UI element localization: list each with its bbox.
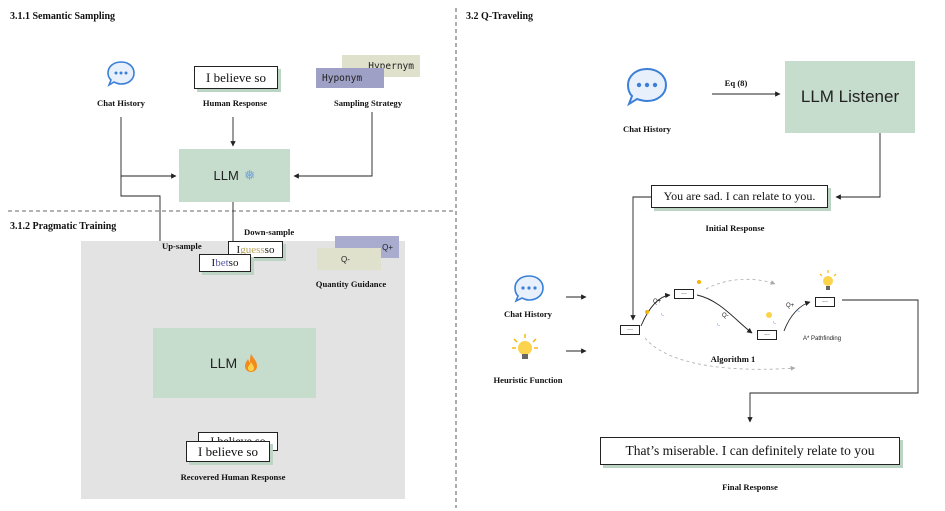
chat-bubble-icon (106, 60, 136, 93)
llm-sampling-box: LLM ❅ (179, 149, 290, 202)
eq-label: Eq (8) (724, 78, 748, 88)
search-node: ... (674, 289, 694, 299)
section-title-q-traveling: 3.2 Q-Traveling (466, 11, 534, 22)
chat-marker-icon: ◟ (661, 309, 664, 317)
q-plus-edge-label: Q+ (653, 299, 662, 305)
hyponym-card: Hyponym (316, 68, 384, 88)
chat-history-label: Chat History (504, 309, 552, 319)
bet-prefix: I (211, 257, 216, 269)
quantity-guidance-label: Quantity Guidance (315, 279, 387, 289)
chat-marker-icon: ◟ (717, 319, 720, 327)
lightbulb-icon (511, 333, 539, 368)
bulb-marker-icon (766, 312, 772, 318)
chat-marker-icon: ◟ (773, 317, 776, 325)
chat-history-label: Chat History (97, 98, 145, 108)
algorithm-label: Algorithm 1 (710, 354, 756, 364)
fire-icon (243, 353, 259, 373)
guess-suffix: so (264, 243, 275, 256)
llm-train-label: LLM (209, 355, 238, 371)
initial-response-label: Initial Response (705, 223, 765, 233)
human-response-box: I believe so (194, 66, 278, 89)
final-response-label: Final Response (722, 482, 778, 492)
llm-training-box: LLM (153, 328, 316, 398)
search-node: ... (620, 325, 640, 335)
search-node: ... (757, 330, 777, 340)
guess-word: guess (240, 243, 265, 256)
q-minus-card: Q- (317, 248, 381, 270)
llm-listener-box: LLM Listener (785, 61, 915, 133)
initial-response-box: You are sad. I can relate to you. (651, 185, 828, 208)
bulb-marker-icon (645, 310, 649, 314)
sampling-strategy-label: Sampling Strategy (333, 98, 403, 108)
guess-prefix: I (236, 243, 241, 256)
q-plus-edge-label: Q+ (786, 303, 795, 309)
chat-bubble-icon (513, 274, 545, 309)
heuristic-function-label: Heuristic Function (493, 375, 563, 385)
human-response-label: Human Response (202, 98, 268, 108)
recovered-response-box: I believe so (186, 441, 270, 462)
chat-history-label: Chat History (623, 124, 671, 134)
final-response-box: That’s miserable. I can definitely relat… (600, 437, 900, 465)
bet-response-box: I bet so (199, 254, 251, 272)
chat-marker-icon: ◟ (797, 305, 800, 313)
q-minus-edge-label: Q- (722, 313, 729, 319)
llm-label: LLM (213, 168, 239, 183)
section-title-semantic-sampling: 3.1.1 Semantic Sampling (10, 11, 116, 22)
chat-bubble-icon (625, 66, 669, 113)
bulb-marker-icon (697, 280, 701, 284)
recovered-response-label: Recovered Human Response (180, 472, 286, 482)
bet-word: bet (215, 257, 229, 269)
lightbulb-icon (818, 270, 838, 297)
section-title-pragmatic-training: 3.1.2 Pragmatic Training (10, 221, 117, 232)
guess-response-box: I guess so (228, 241, 283, 258)
snowflake-icon: ❅ (243, 167, 256, 184)
upsample-label: Up-sample (162, 241, 202, 251)
astar-label: A* Pathfinding (803, 336, 842, 342)
search-node: ... (815, 297, 835, 307)
bet-suffix: so (228, 257, 239, 269)
downsample-label: Down-sample (244, 227, 295, 237)
